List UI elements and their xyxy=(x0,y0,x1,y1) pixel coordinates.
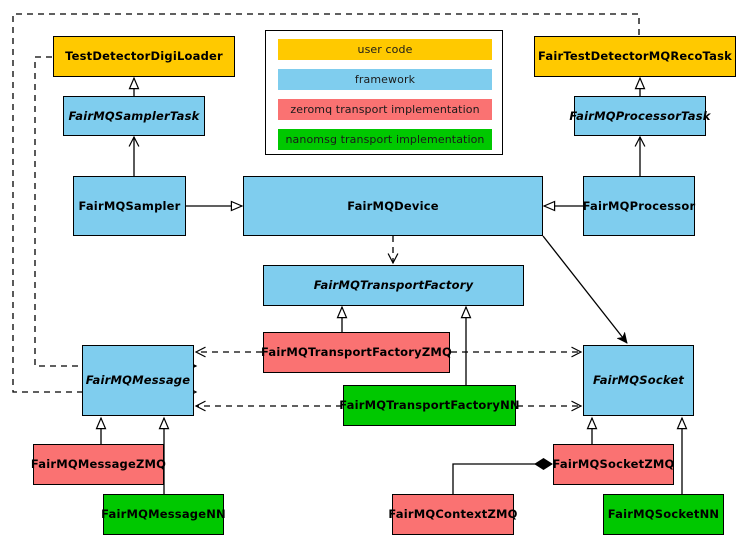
legend-item-nanomsg: nanomsg transport implementation xyxy=(278,129,492,150)
class-node-fairmqcontextzmq[interactable]: FairMQContextZMQ xyxy=(388,494,517,535)
legend: user code framework zeromq transport imp… xyxy=(265,30,503,155)
legend-item-user-code: user code xyxy=(278,39,492,60)
class-node-fairmqsocketzmq[interactable]: FairMQSocketZMQ xyxy=(553,444,674,485)
class-node-fairmqsocketnn[interactable]: FairMQSocketNN xyxy=(603,494,724,535)
class-node-fairmqsamplertask[interactable]: FairMQSamplerTask xyxy=(63,96,205,136)
class-node-fairmqsampler[interactable]: FairMQSampler xyxy=(73,176,186,236)
class-node-fairmqsocket[interactable]: FairMQSocket xyxy=(583,345,694,416)
edge-recotask-message xyxy=(12,13,640,398)
legend-item-framework: framework xyxy=(278,69,492,90)
class-node-fairmqprocessor[interactable]: FairMQProcessor xyxy=(583,176,695,236)
edge-socketzmq-contextzmq xyxy=(452,458,553,494)
class-node-fairmqmessage[interactable]: FairMQMessage xyxy=(82,345,194,416)
edge-device-socket xyxy=(542,235,627,343)
class-node-fairtestdetectormqrecotask[interactable]: FairTestDetectorMQRecoTask xyxy=(534,36,736,77)
class-node-fairmqmessagenn[interactable]: FairMQMessageNN xyxy=(101,494,226,535)
class-node-fairmqtransportfactoryzmq[interactable]: FairMQTransportFactoryZMQ xyxy=(261,332,452,373)
class-node-fairmqtransportfactory[interactable]: FairMQTransportFactory xyxy=(263,265,524,306)
class-node-fairmqdevice[interactable]: FairMQDevice xyxy=(243,176,543,236)
class-node-testdetectordigiloader[interactable]: TestDetectorDigiLoader xyxy=(53,36,235,77)
class-node-fairmqprocessortask[interactable]: FairMQProcessorTask xyxy=(569,96,710,136)
class-node-fairmqtransportfactorynn[interactable]: FairMQTransportFactoryNN xyxy=(339,385,520,426)
class-node-fairmqmessagezmq[interactable]: FairMQMessageZMQ xyxy=(31,444,166,485)
legend-item-zeromq: zeromq transport implementation xyxy=(278,99,492,120)
